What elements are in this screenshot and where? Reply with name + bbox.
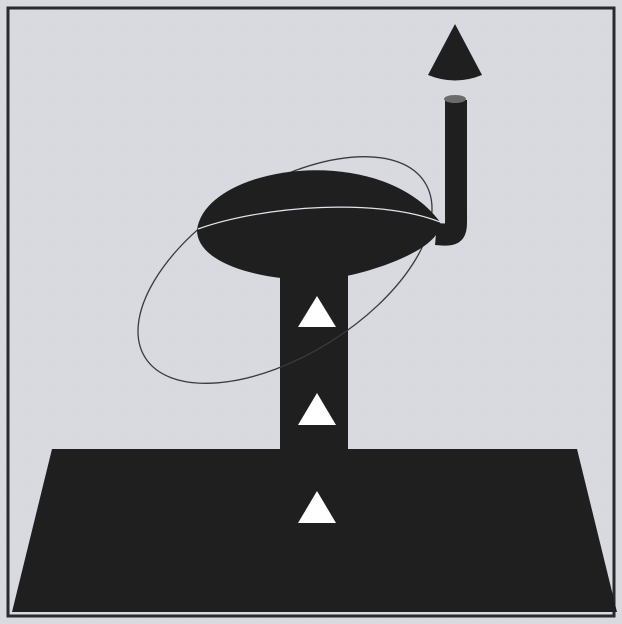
pipe-opening (444, 95, 466, 103)
platform-icon (12, 449, 617, 612)
